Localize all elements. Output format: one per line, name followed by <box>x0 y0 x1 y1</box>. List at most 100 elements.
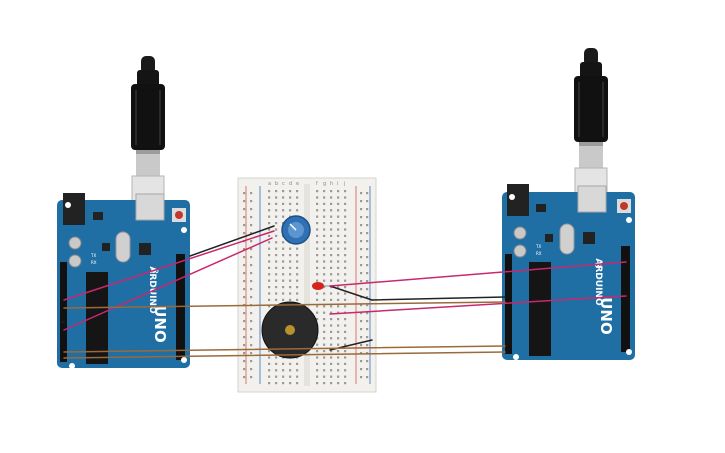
breadboard-hole <box>344 228 347 231</box>
breadboard-hole <box>296 298 299 301</box>
breadboard-hole <box>282 298 285 301</box>
breadboard-hole <box>344 254 347 257</box>
breadboard-hole <box>316 311 319 314</box>
breadboard-hole <box>243 360 246 363</box>
breadboard-hole <box>289 260 292 263</box>
breadboard-hole <box>366 360 369 363</box>
breadboard-hole <box>268 196 271 199</box>
buzzer-center <box>285 325 295 335</box>
breadboard-hole <box>282 254 285 257</box>
breadboard-hole <box>360 368 363 371</box>
svg-text:a: a <box>268 181 271 187</box>
breadboard-hole <box>275 202 278 205</box>
svg-text:i: i <box>337 181 338 187</box>
breadboard-hole <box>344 324 347 327</box>
breadboard-hole <box>330 305 333 308</box>
breadboard-hole <box>337 292 340 295</box>
arduino-board-left <box>57 200 190 368</box>
breadboard-hole <box>366 376 369 379</box>
breadboard-hole <box>360 352 363 355</box>
breadboard-hole <box>360 232 363 235</box>
breadboard-hole <box>268 362 271 365</box>
breadboard-hole <box>289 286 292 289</box>
breadboard-hole <box>268 190 271 193</box>
breadboard-hole <box>360 376 363 379</box>
breadboard-hole <box>243 256 246 259</box>
breadboard-hole <box>275 382 278 385</box>
breadboard-hole <box>275 298 278 301</box>
breadboard-hole <box>268 286 271 289</box>
arduino-right[interactable]: ARDUINO UNO ∞ TX RX <box>502 47 635 360</box>
breadboard-hole <box>337 298 340 301</box>
potentiometer[interactable] <box>281 215 311 245</box>
breadboard-hole <box>344 375 347 378</box>
breadboard-hole <box>330 215 333 218</box>
breadboard-hole <box>275 369 278 372</box>
red-led[interactable] <box>312 282 330 290</box>
breadboard-hole <box>330 356 333 359</box>
breadboard-hole <box>337 260 340 263</box>
piezo-buzzer[interactable] <box>261 301 319 359</box>
breadboard-hole <box>330 279 333 282</box>
breadboard-hole <box>366 264 369 267</box>
breadboard-hole <box>337 228 340 231</box>
breadboard-hole <box>282 241 285 244</box>
breadboard-hole <box>330 375 333 378</box>
breadboard-hole <box>323 209 326 212</box>
breadboard-hole <box>360 328 363 331</box>
digital-header-right <box>621 246 630 352</box>
microcontroller-chip-right <box>529 262 551 356</box>
breadboard[interactable]: a b c d e f g h i j <box>237 177 377 393</box>
breadboard-hole <box>282 190 285 193</box>
breadboard-hole <box>330 382 333 385</box>
breadboard-hole <box>243 248 246 251</box>
breadboard-hole <box>268 279 271 282</box>
breadboard-hole <box>243 376 246 379</box>
breadboard-hole <box>330 343 333 346</box>
breadboard-hole <box>268 209 271 212</box>
power-jack-right <box>507 184 529 216</box>
breadboard-hole <box>337 311 340 314</box>
breadboard-hole <box>344 350 347 353</box>
breadboard-hole <box>330 273 333 276</box>
crystal-right <box>559 223 575 255</box>
breadboard-hole <box>360 248 363 251</box>
breadboard-hole <box>296 202 299 205</box>
breadboard-hole <box>275 279 278 282</box>
breadboard-hole <box>323 279 326 282</box>
breadboard-hole <box>296 196 299 199</box>
breadboard-hole <box>360 264 363 267</box>
breadboard-hole <box>323 190 326 193</box>
breadboard-hole <box>275 375 278 378</box>
arduino-left[interactable]: ARDUINO UNO ∞ TX RX <box>57 55 190 369</box>
breadboard-hole <box>296 286 299 289</box>
breadboard-hole <box>360 216 363 219</box>
breadboard-hole <box>296 266 299 269</box>
arduino-board-right <box>502 192 635 360</box>
breadboard-hole <box>330 311 333 314</box>
breadboard-hole <box>268 369 271 372</box>
breadboard-hole <box>282 247 285 250</box>
breadboard-hole <box>323 318 326 321</box>
breadboard-hole <box>344 343 347 346</box>
breadboard-hole <box>289 209 292 212</box>
breadboard-hole <box>330 190 333 193</box>
breadboard-hole <box>360 256 363 259</box>
breadboard-hole <box>268 247 271 250</box>
wire-brown-1 <box>63 301 506 309</box>
breadboard-hole <box>323 196 326 199</box>
breadboard-hole <box>296 375 299 378</box>
breadboard-hole <box>330 234 333 237</box>
breadboard-hole <box>337 254 340 257</box>
breadboard-hole <box>344 266 347 269</box>
breadboard-hole <box>323 292 326 295</box>
breadboard-hole <box>330 362 333 365</box>
breadboard-hole <box>360 208 363 211</box>
breadboard-hole <box>360 200 363 203</box>
breadboard-hole <box>344 292 347 295</box>
breadboard-hole <box>330 324 333 327</box>
breadboard-hole <box>344 241 347 244</box>
breadboard-hole <box>282 292 285 295</box>
breadboard-hole <box>268 222 271 225</box>
breadboard-hole <box>268 298 271 301</box>
